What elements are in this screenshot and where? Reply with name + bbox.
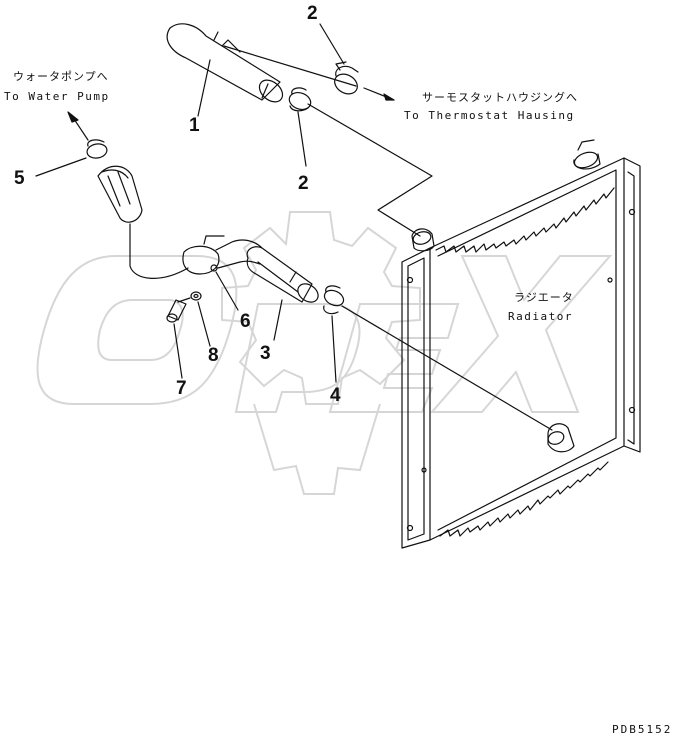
watermark-logo [36,211,613,495]
watermark-letter-e [328,303,460,413]
routing-line-hose-to-pipe [129,223,189,279]
radiator-label-en: Radiator [508,310,573,323]
callout-5: 5 [14,168,25,189]
leader-line-part-3 [273,299,283,341]
callout-1: 1 [189,115,200,136]
leader-line-part-1 [197,59,211,117]
callout-8: 8 [208,345,219,366]
callout-6: 6 [240,311,251,332]
callout-4: 4 [330,385,341,406]
thermostat-label-en: To Thermostat Hausing [404,109,575,122]
hose-clamp-part-2-lower [288,87,312,112]
lower-left-hose [97,165,143,223]
radiator [401,139,641,549]
water-pump-label-jp: ウォータポンプへ [13,70,109,83]
leader-line-part-7 [173,323,183,379]
leader-line-part-5 [35,157,87,177]
bolt-part-7 [166,297,191,323]
radiator-label-jp: ラジエータ [514,291,574,304]
leader-line-part-2-upper [319,23,345,65]
leader-line-part-8 [197,301,211,347]
drawing-code: PDB5152 [612,723,673,736]
lower-hose-part-3 [246,246,319,303]
watermark-letter-x [429,255,613,413]
watermark-gear-lower [253,403,381,495]
leader-line-part-2-lower [297,111,307,167]
watermark-letter-o [36,255,238,405]
callout-7: 7 [176,378,187,399]
callout-2-lower: 2 [298,173,309,194]
hose-clamp-part-5 [86,139,108,159]
routing-line-to-radiator-top [307,103,433,237]
callout-3: 3 [260,343,271,364]
thermostat-label-jp: サーモスタットハウジングへ [422,91,578,104]
hose-clamp-part-4 [323,285,345,315]
upper-hose-part-1 [166,23,284,103]
callout-2-upper: 2 [307,3,318,24]
leader-line-part-4 [331,315,337,383]
pipe-with-bracket [182,235,263,275]
washer-part-8 [190,291,202,301]
water-pump-label-en: To Water Pump [4,90,110,103]
leader-line-part-6 [215,271,239,311]
routing-line-to-radiator-bottom [341,305,553,431]
watermark-gear [221,211,421,405]
routing-line-to-thermostat [223,45,357,87]
